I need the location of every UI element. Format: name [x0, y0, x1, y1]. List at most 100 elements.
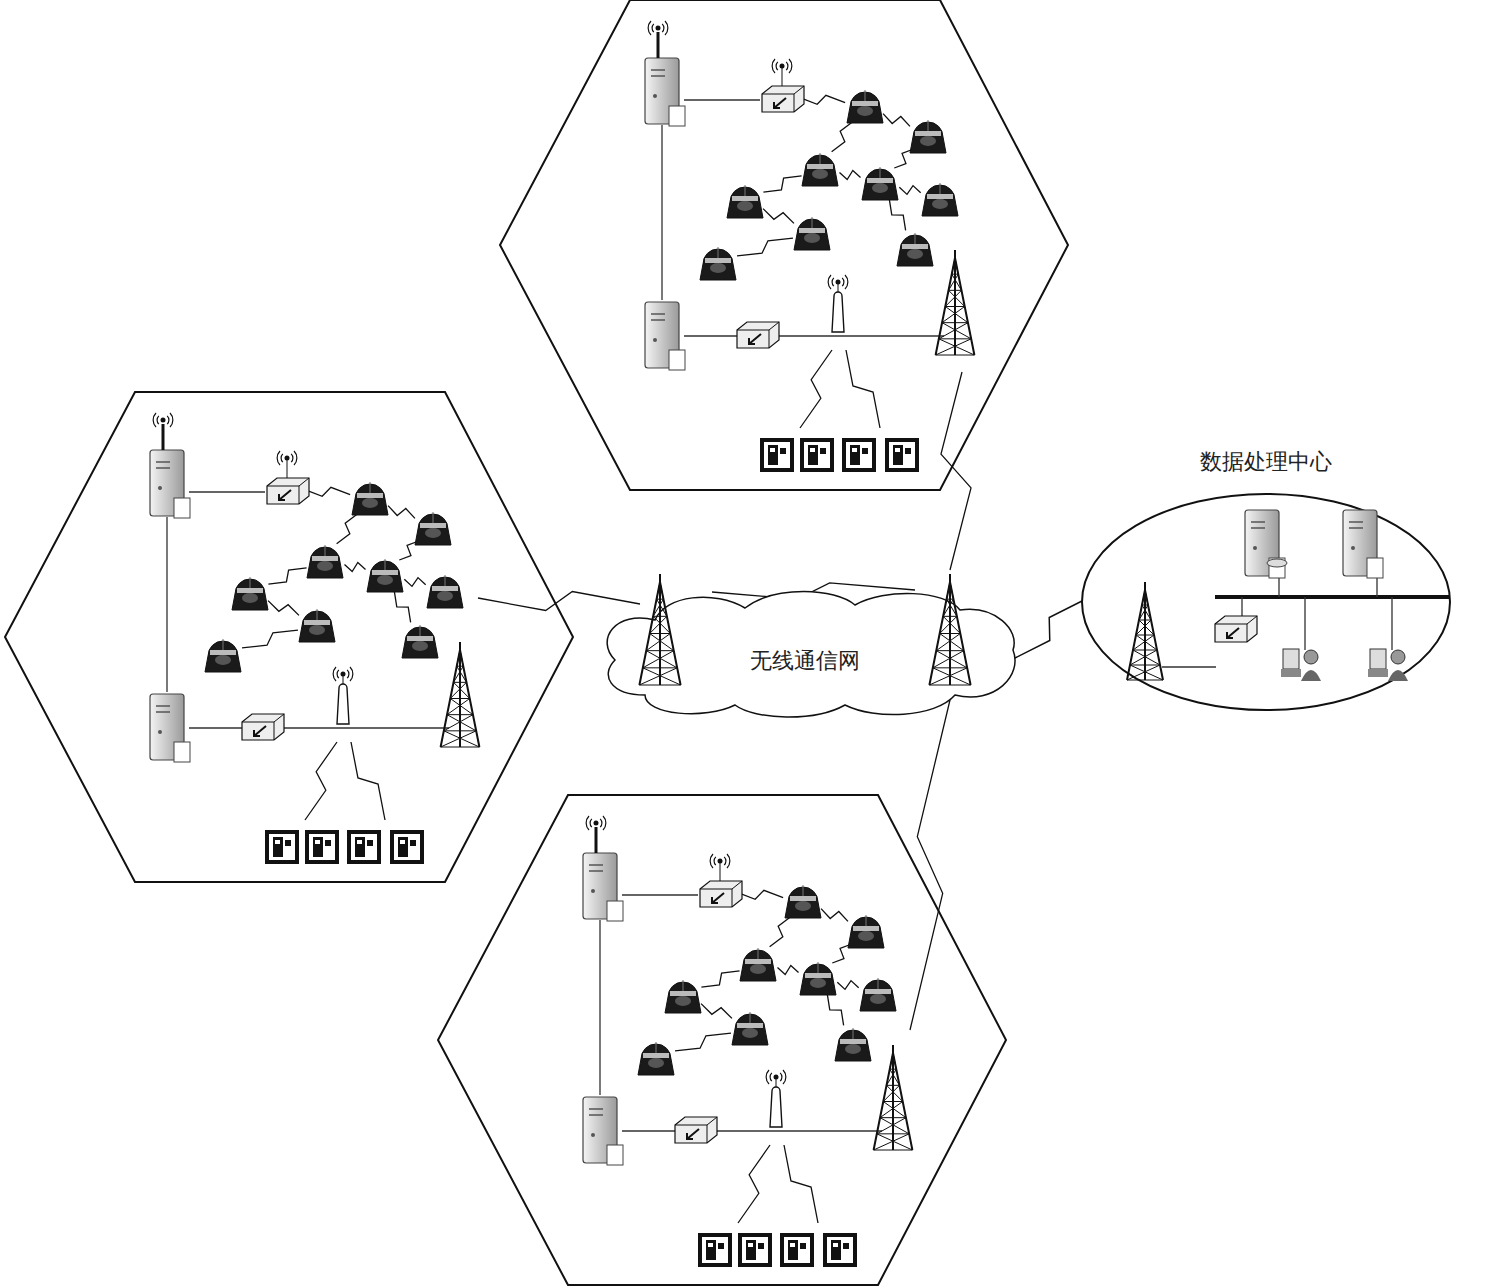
monitoring-site [5, 392, 573, 882]
wireless-link [883, 114, 910, 127]
terminal-device-icon [800, 438, 834, 472]
wireless-link [268, 568, 306, 584]
wireless-link [303, 487, 350, 496]
terminal-device-icon [823, 1233, 857, 1267]
wireless-link [770, 916, 792, 946]
wireless-link [701, 971, 739, 987]
wireless-link [763, 209, 794, 224]
sensor-node-icon [638, 1042, 674, 1075]
operator-icon [1281, 649, 1321, 681]
sensor-node-icon [862, 167, 898, 200]
wireless-link [899, 186, 920, 195]
wireless-link [478, 591, 640, 610]
wireless-link [800, 350, 832, 428]
server-icon [1245, 510, 1285, 578]
terminal-device-icon [390, 830, 424, 864]
wireless-link [832, 121, 854, 151]
sensor-node-icon [860, 978, 896, 1011]
operator-icon [1368, 649, 1408, 681]
wireless-link [242, 630, 298, 648]
sensor-node-icon [299, 609, 335, 642]
network-label: 无线通信网 [746, 648, 864, 674]
tower-icon [1127, 582, 1163, 680]
tower-icon [441, 642, 480, 747]
wireless-link [1015, 600, 1084, 658]
wireless-link [305, 742, 337, 820]
wireless-link [337, 513, 359, 543]
tower-icon [639, 574, 680, 685]
sensor-node-icon [802, 153, 838, 186]
sensor-node-icon [307, 545, 343, 578]
tower-icon [874, 1045, 913, 1150]
wireless-link [821, 909, 848, 922]
sensor-node-icon [848, 915, 884, 948]
sensor-node-icon [352, 482, 388, 515]
sensor-node-icon [835, 1028, 871, 1061]
antenna-icon [766, 1070, 786, 1127]
terminal-device-icon [780, 1233, 814, 1267]
wireless-link [910, 700, 950, 1030]
server-icon [645, 58, 685, 126]
wireless-link [675, 1033, 731, 1051]
tower-icon [936, 250, 975, 355]
wire [1162, 576, 1392, 667]
server-icon [1343, 510, 1383, 578]
sensor-node-icon [427, 575, 463, 608]
monitoring-site [438, 795, 1006, 1285]
wireless-link [394, 592, 410, 623]
terminal-device-icon [842, 438, 876, 472]
sensor-node-icon [402, 625, 438, 658]
server-icon [645, 302, 685, 370]
wireless-link [351, 742, 385, 820]
wire [662, 100, 944, 336]
wireless-link [837, 981, 858, 990]
sensor-node-icon [794, 217, 830, 250]
center-heading: 数据处理中心 [1196, 449, 1336, 475]
wireless-link [846, 350, 880, 428]
antenna-icon [828, 275, 848, 332]
wireless-link [344, 563, 365, 572]
wireless-link [798, 95, 845, 104]
terminal-device-icon [265, 830, 299, 864]
monitoring-site [500, 0, 1068, 490]
sensor-node-icon [205, 639, 241, 672]
terminal-device-icon [738, 1233, 772, 1267]
terminal-device-icon [760, 438, 794, 472]
wireless-link [404, 578, 425, 587]
router-icon [1215, 616, 1257, 642]
sensor-node-icon [700, 247, 736, 280]
wireless-link [827, 995, 843, 1026]
sensor-node-icon [367, 559, 403, 592]
server-icon [583, 1097, 623, 1165]
sensor-node-icon [897, 233, 933, 266]
wireless-link [784, 1145, 818, 1223]
sensor-node-icon [727, 185, 763, 218]
sensor-node-icon [415, 512, 451, 545]
server-icon [150, 694, 190, 762]
sensor-node-icon [800, 962, 836, 995]
sensor-node-icon [922, 183, 958, 216]
wireless-link [736, 890, 783, 899]
wireless-link [388, 506, 415, 519]
router-icon [675, 1117, 717, 1143]
wireless-link [763, 176, 801, 192]
server-icon [583, 853, 623, 921]
terminal-device-icon [305, 830, 339, 864]
wire [1215, 595, 1450, 599]
terminal-device-icon [698, 1233, 732, 1267]
site-hexagon [438, 795, 1006, 1285]
sensor-node-icon [665, 980, 701, 1013]
terminal-device-icon [347, 830, 381, 864]
sensor-node-icon [785, 885, 821, 918]
server-icon [150, 450, 190, 518]
wire [600, 895, 882, 1131]
wireless-link [889, 200, 905, 231]
data-center: 数据处理中心 [1080, 445, 1452, 713]
router-icon [242, 714, 284, 740]
wireless-link [777, 966, 798, 975]
network-cloud: 无线通信网 [595, 570, 1015, 720]
ellipse-outline [1080, 445, 1452, 713]
sensor-node-icon [740, 948, 776, 981]
cloud-outline [595, 570, 1015, 720]
wireless-link [268, 601, 299, 616]
